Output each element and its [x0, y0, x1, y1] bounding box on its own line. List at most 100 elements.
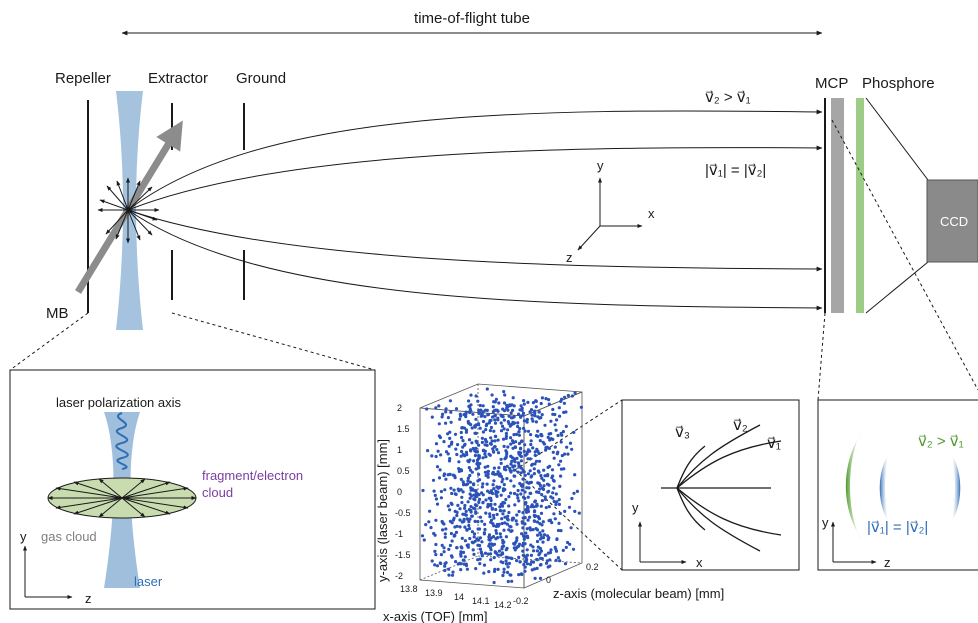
scatter-point — [532, 549, 536, 553]
rings-v-equal: |v⃗₁| = |v⃗₂| — [867, 519, 928, 536]
scatter-point — [517, 452, 521, 456]
scatter-point — [568, 441, 573, 445]
scatter-point — [478, 557, 482, 561]
scatter-point — [547, 446, 552, 450]
scatter-point — [425, 407, 429, 411]
scatter-point — [436, 449, 440, 453]
scatter-point — [542, 442, 547, 446]
scatter-point — [525, 548, 529, 552]
scatter-point — [468, 410, 472, 415]
scatter-point — [437, 422, 441, 426]
scatter-point — [488, 538, 492, 542]
scatter-point — [499, 474, 503, 479]
scatter-point — [566, 452, 570, 456]
scatter-point — [483, 452, 487, 456]
scatter-point — [538, 576, 543, 581]
scatter-point — [460, 536, 464, 541]
scatter-point — [509, 573, 513, 577]
scatter-point — [447, 459, 452, 463]
scatter-point — [467, 438, 472, 442]
scatter-point — [543, 553, 548, 557]
scatter-point — [464, 415, 468, 419]
scatter-point — [476, 527, 480, 531]
rings-v-greater: v⃗₂ > v⃗₁ — [918, 433, 964, 450]
scatter-point — [444, 561, 448, 565]
scatter-point — [546, 435, 550, 439]
scatter-point — [511, 422, 516, 426]
scatter-point — [480, 491, 484, 495]
scatter-point — [507, 421, 511, 426]
x-tick: 14 — [454, 592, 464, 602]
scatter-point — [530, 568, 534, 572]
scatter-point — [484, 498, 488, 502]
scatter-point — [518, 560, 522, 564]
scatter-point — [460, 435, 464, 440]
scatter-point — [458, 507, 462, 511]
scatter-point — [477, 423, 481, 427]
scatter-point — [521, 510, 525, 515]
scatter-point — [515, 432, 519, 436]
scatter-point — [502, 390, 506, 394]
scatter-point — [509, 411, 513, 415]
scatter-point — [468, 468, 473, 472]
scatter-point — [459, 430, 463, 435]
scatter-point — [481, 448, 486, 452]
scatter-point — [493, 421, 498, 425]
scatter-point — [493, 439, 497, 443]
scatter-point — [421, 488, 425, 493]
scatter-point — [489, 490, 493, 494]
scatter-point — [471, 541, 475, 545]
scatter-point — [507, 561, 511, 566]
scatter-point — [522, 537, 526, 541]
v1-equal-v2-label: |v⃗₁| = |v⃗₂| — [705, 162, 766, 179]
scatter-point — [550, 521, 554, 525]
scatter-point — [544, 506, 548, 510]
panel4-axes — [831, 521, 877, 564]
scatter-point — [480, 519, 484, 523]
scatter-point — [503, 515, 507, 519]
scatter-point — [444, 410, 448, 414]
scatter-point — [492, 556, 496, 560]
scatter-point — [464, 509, 468, 513]
scatter-point — [470, 426, 474, 430]
scatter-point — [481, 404, 485, 408]
scatter-point — [539, 549, 544, 553]
scatter-point — [505, 464, 509, 468]
scatter-point — [502, 467, 507, 471]
scatter-point — [477, 443, 481, 447]
fragment-rays — [47, 478, 197, 518]
scatter-point — [509, 556, 513, 560]
y-tick: -1.5 — [395, 550, 411, 560]
scatter-point — [534, 504, 538, 508]
scatter-point — [535, 549, 540, 553]
scatter-point — [461, 480, 465, 484]
scatter-point — [523, 429, 527, 433]
scatter-point — [529, 528, 533, 532]
scatter-point — [494, 531, 499, 535]
scatter-point — [507, 495, 511, 499]
inner-ring-left — [879, 448, 895, 528]
scatter-point — [478, 506, 482, 510]
scatter-point — [548, 518, 553, 522]
scatter-point — [525, 562, 530, 566]
scatter-point — [524, 531, 528, 535]
scatter-point — [514, 519, 518, 523]
scatter-point — [447, 567, 451, 571]
scatter-point — [440, 415, 444, 419]
scatter-point — [457, 460, 461, 464]
scatter-point — [533, 514, 537, 519]
scatter-point — [438, 468, 442, 472]
scatter-point — [473, 425, 477, 429]
scatter-point — [449, 442, 454, 446]
scatter-point — [522, 399, 526, 403]
scatter-point — [535, 566, 539, 571]
scatter-point — [485, 482, 489, 486]
scatter-point — [441, 412, 445, 416]
scatter-point — [509, 462, 513, 466]
scatter-point — [489, 425, 493, 430]
scatter-point — [455, 510, 459, 514]
scatter-point — [533, 453, 537, 457]
scatter-point — [459, 488, 463, 492]
scatter-point — [551, 478, 556, 482]
scatter-point — [551, 450, 555, 454]
